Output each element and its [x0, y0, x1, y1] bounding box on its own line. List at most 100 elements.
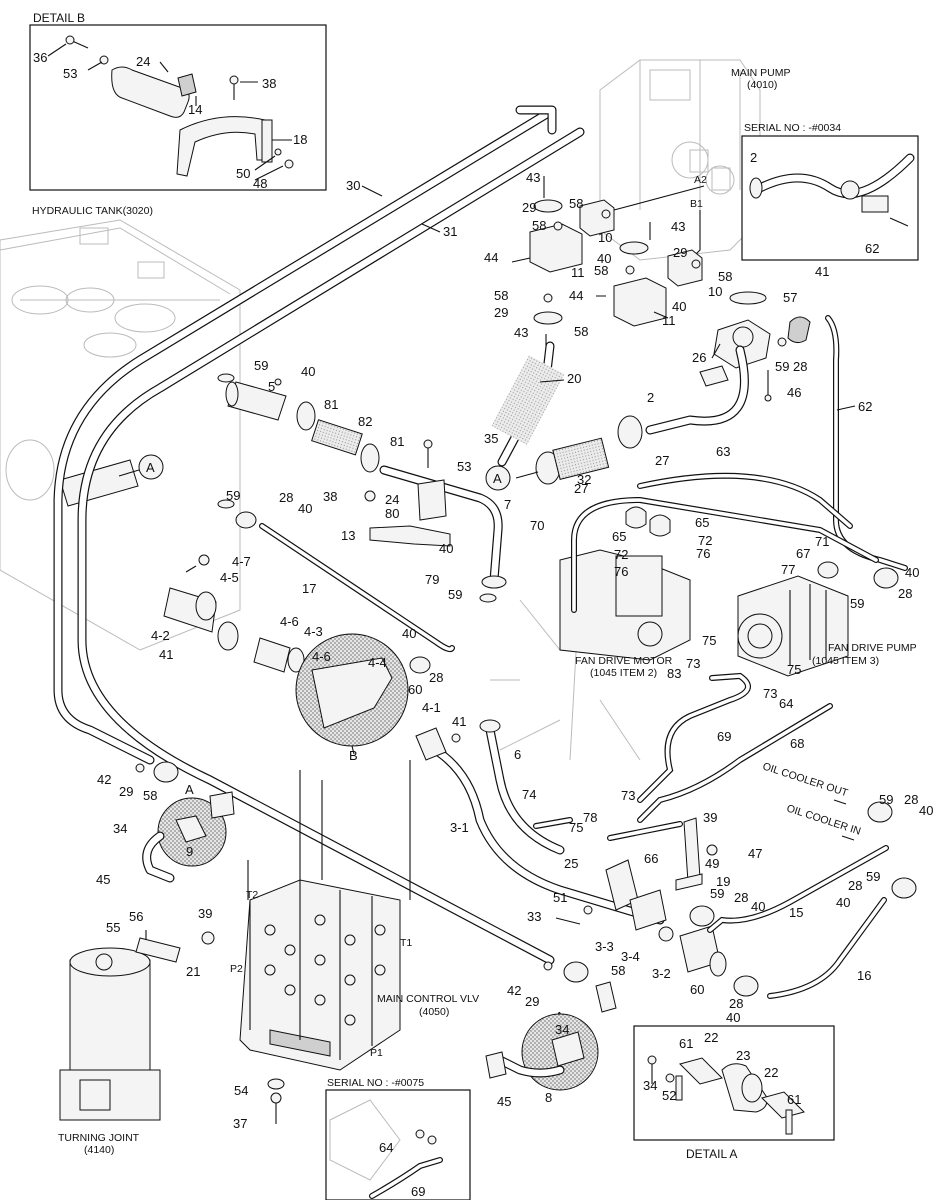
- callout-47: 47: [748, 846, 762, 861]
- callout-70: 70: [530, 518, 544, 533]
- callout-59: 59: [775, 359, 789, 374]
- callout-51: 51: [553, 890, 567, 905]
- callout-73b: 73: [763, 686, 777, 701]
- callout-83: 83: [667, 666, 681, 681]
- callout-53: 53: [63, 66, 77, 81]
- callout-58e: 58: [494, 288, 508, 303]
- fan-drive-pump: 71 67 77 40 59 28 FAN DRIVE PUMP (1045 I…: [737, 534, 919, 677]
- pipe-20: 20: [491, 341, 581, 467]
- callout-41d: 41: [452, 714, 466, 729]
- callout-81b: 81: [390, 434, 404, 449]
- callout-59f: 59: [879, 792, 893, 807]
- callout-40: 40: [597, 251, 611, 266]
- callout-71: 71: [815, 534, 829, 549]
- callout-40h: 40: [919, 803, 933, 818]
- callout-20: 20: [567, 371, 581, 386]
- callout-16: 16: [857, 968, 871, 983]
- serial-0034-inset: SERIAL NO : -#0034 2 62: [741, 122, 919, 261]
- callout-43c: 43: [514, 325, 528, 340]
- callout-74: 74: [522, 787, 536, 802]
- callout-29c: 29: [494, 305, 508, 320]
- callout-40d: 40: [298, 501, 312, 516]
- callout-69: 69: [717, 729, 731, 744]
- callout-38: 38: [262, 76, 276, 91]
- coupling-32: A 32 27 27: [485, 415, 669, 496]
- callout-58: 58: [532, 218, 546, 233]
- callout-81: 81: [324, 397, 338, 412]
- callout-50: 50: [236, 166, 250, 181]
- port-t1: T1: [400, 937, 412, 949]
- callout-41: 41: [815, 264, 829, 279]
- main-control-valve-label: MAIN CONTROL VLV: [377, 993, 479, 1005]
- callout-58f: 58: [574, 324, 588, 339]
- callout-78: 78: [583, 810, 597, 825]
- port-p2: P2: [230, 963, 243, 975]
- oil-cooler-out-label: OIL COOLER OUT: [761, 760, 850, 799]
- callout-58g: 58: [143, 788, 157, 803]
- callout-40j: 40: [836, 895, 850, 910]
- callout-13: 13: [341, 528, 355, 543]
- callout-28f: 28: [734, 890, 748, 905]
- callout-41b: 41: [159, 647, 173, 662]
- callout-4-6b: 4-6: [312, 649, 331, 664]
- callout-58h: 58: [611, 963, 625, 978]
- callout-39b: 39: [198, 906, 212, 921]
- callout-4-1: 4-1: [422, 700, 441, 715]
- fan-drive-pump-label: FAN DRIVE PUMP: [828, 642, 917, 654]
- callout-27b: 27: [655, 453, 669, 468]
- callout-40k: 40: [726, 1010, 740, 1025]
- callout-72: 72: [614, 547, 628, 562]
- callout-29e: 29: [525, 994, 539, 1009]
- hose-15-16: OIL COOLER OUT OIL COOLER IN 59 28 40 59…: [689, 760, 933, 1025]
- callout-33: 33: [527, 909, 541, 924]
- pipe-3-assembly: 3-1 25 51 33 3-3 3-4 3-2 60 28: [415, 727, 743, 1011]
- callout-2-inset: 2: [750, 150, 757, 165]
- marker-a-tank: A: [118, 454, 164, 480]
- callout-22: 22: [704, 1030, 718, 1045]
- callout-37: 37: [233, 1116, 247, 1131]
- main-control-valve-code: (4050): [419, 1006, 449, 1018]
- callout-80: 80: [385, 506, 399, 521]
- callout-28d: 28: [429, 670, 443, 685]
- callout-42: 42: [97, 772, 111, 787]
- turning-joint: 55 56 39 21 TURNING JOINT (4140): [58, 906, 215, 1156]
- hose-66-area: 74 78 73 75 66: [522, 787, 683, 866]
- hydraulic-tank-label: HYDRAULIC TANK(3020): [32, 205, 153, 217]
- callout-58d: 58: [718, 269, 732, 284]
- callout-15: 15: [789, 905, 803, 920]
- callout-72b: 72: [698, 533, 712, 548]
- port-t2: T2: [246, 889, 258, 901]
- callout-11: 11: [571, 265, 585, 280]
- callout-64: 64: [779, 696, 793, 711]
- callout-59d: 59: [850, 596, 864, 611]
- callout-39: 39: [703, 810, 717, 825]
- pipe-7-assembly: 35 53 38 24 80 7 13 40 79 59: [323, 431, 511, 603]
- callout-75c: 75: [569, 820, 583, 835]
- callout-5: 5: [268, 379, 275, 394]
- callout-9: 9: [186, 844, 193, 859]
- callout-28c: 28: [898, 586, 912, 601]
- callout-62: 62: [858, 399, 872, 414]
- callout-32: 32: [577, 472, 591, 487]
- callout-53b: 53: [457, 459, 471, 474]
- callout-4-7: 4-7: [232, 554, 251, 569]
- serial-0075-title: SERIAL NO : -#0075: [327, 1077, 424, 1089]
- callout-40i: 40: [751, 899, 765, 914]
- callout-65b: 65: [695, 515, 709, 530]
- callout-28: 28: [793, 359, 807, 374]
- callout-76: 76: [614, 564, 628, 579]
- callout-75b: 75: [787, 662, 801, 677]
- callout-29: 29: [522, 200, 536, 215]
- fan-drive-motor: FAN DRIVE MOTOR (1045 ITEM 2) 65 65 72 7…: [490, 506, 712, 761]
- callout-31: 31: [443, 224, 457, 239]
- pump-port-a2: A2: [694, 174, 707, 186]
- callout-30: 30: [346, 178, 360, 193]
- detail-b-box: DETAIL B 36 53 24 38 14 18 50 48: [29, 11, 327, 191]
- callout-62-inset: 62: [865, 241, 879, 256]
- marker-a-left: A: [185, 782, 194, 797]
- callout-4-6: 4-6: [280, 614, 299, 629]
- callout-14: 14: [188, 102, 202, 117]
- main-control-valve: T2 T1 P2 P1 MAIN CONTROL VLV (4050) 54 3…: [230, 760, 479, 1131]
- hydraulic-tank: HYDRAULIC TANK(3020): [0, 205, 241, 651]
- callout-40b: 40: [672, 299, 686, 314]
